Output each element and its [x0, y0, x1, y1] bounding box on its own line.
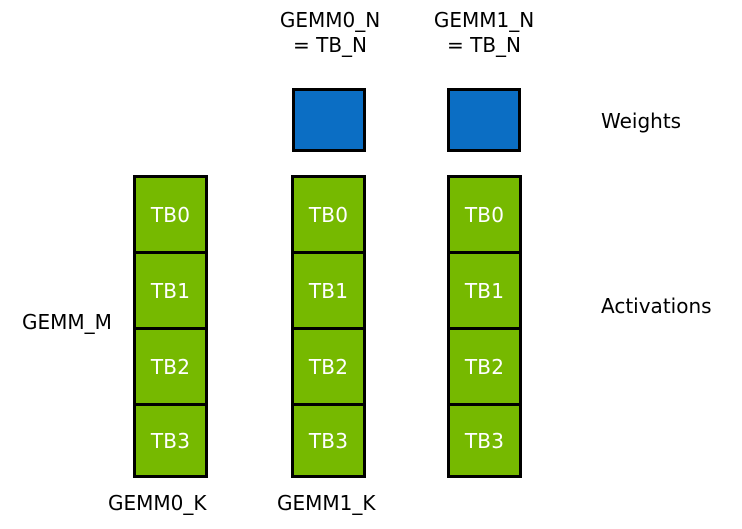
activation-cell: TB0 — [447, 175, 522, 251]
weight-block-gemm0 — [292, 88, 366, 152]
gemm0-n-header-line2: = TB_N — [292, 33, 367, 57]
activation-cell: TB3 — [447, 403, 522, 478]
gemm0-n-header-line1: GEMM0_N — [279, 8, 381, 32]
gemm1-n-header-line2: = TB_N — [446, 33, 521, 57]
activation-column-1: TB0 TB1 TB2 TB3 — [291, 175, 366, 478]
gemm0-n-header: GEMM0_N = TB_N — [266, 8, 394, 58]
activation-cell: TB0 — [133, 175, 208, 251]
gemm1-n-header: GEMM1_N = TB_N — [420, 8, 548, 58]
gemm-m-label: GEMM_M — [22, 310, 112, 334]
activation-column-2: TB0 TB1 TB2 TB3 — [447, 175, 522, 478]
activation-cell: TB1 — [291, 251, 366, 327]
activation-cell: TB3 — [133, 403, 208, 478]
activation-cell: TB2 — [133, 327, 208, 403]
activation-cell: TB0 — [291, 175, 366, 251]
activation-cell: TB3 — [291, 403, 366, 478]
gemm1-n-header-line1: GEMM1_N — [433, 8, 535, 32]
activation-cell: TB2 — [447, 327, 522, 403]
activations-row-label: Activations — [601, 294, 712, 318]
gemm0-k-label: GEMM0_K — [108, 491, 207, 515]
activation-cell: TB1 — [447, 251, 522, 327]
weight-block-gemm1 — [447, 88, 521, 152]
activation-column-0: TB0 TB1 TB2 TB3 — [133, 175, 208, 478]
gemm1-k-label: GEMM1_K — [277, 491, 376, 515]
weights-row-label: Weights — [601, 109, 682, 133]
activation-cell: TB2 — [291, 327, 366, 403]
activation-cell: TB1 — [133, 251, 208, 327]
